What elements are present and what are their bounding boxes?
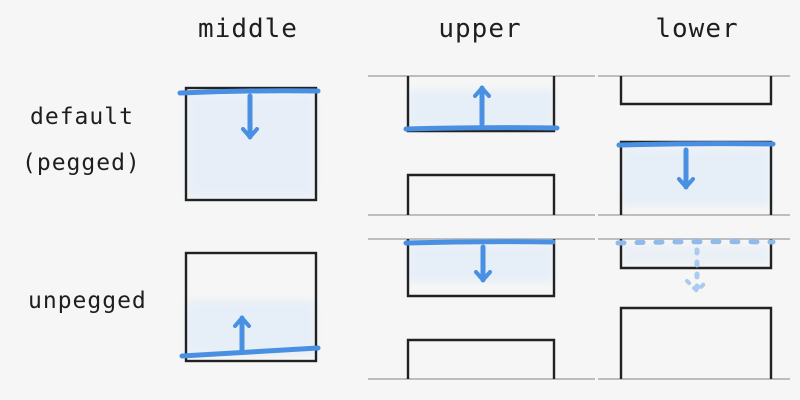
upper-wall-box [406,239,556,298]
column-header-lower: lower [655,14,739,44]
cell-default-upper [368,75,595,216]
row-label-pegged: (pegged) [22,150,141,176]
cell-unpegged-lower [598,238,790,380]
upper-wall-box [619,76,773,106]
cell-default-middle [177,86,321,202]
texture-line-dotted [615,239,776,246]
cell-unpegged-upper [368,238,595,380]
lower-wall-box [406,173,556,215]
cell-default-lower [598,75,790,216]
fill-glow [186,300,316,355]
texture-line [616,141,776,148]
upper-wall-box [619,239,773,270]
cell-unpegged-middle [179,251,321,363]
texture-line [179,345,321,359]
texture-line [177,88,321,96]
upper-wall-box [406,76,556,133]
wall-box [184,86,318,202]
column-header-upper: upper [438,14,522,44]
column-header-middle: middle [198,14,298,44]
arrow-head-dotted [685,279,709,294]
fill-glow [622,148,770,206]
wall-box [184,251,318,363]
lower-wall-box [619,306,773,379]
row-label-unpegged: unpegged [28,288,147,314]
lower-wall-box [406,338,556,379]
row-label-default: default [30,104,134,130]
texture-line [403,125,560,132]
texture-line [403,239,556,246]
